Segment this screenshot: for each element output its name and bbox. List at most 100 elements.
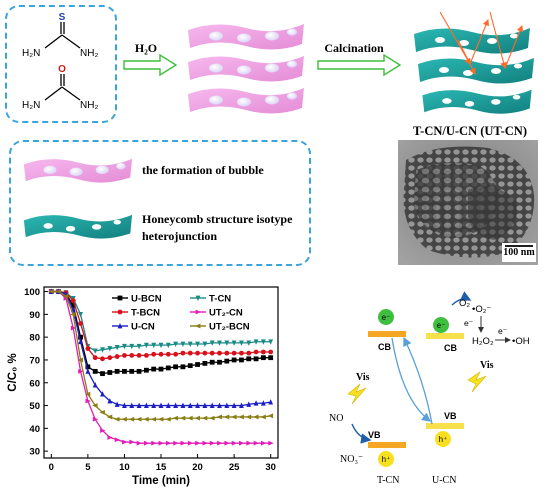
- series-6-point: [121, 416, 127, 422]
- series-4-point: [158, 440, 164, 446]
- urea-nh2-label: NH₂: [80, 100, 98, 111]
- series-1-point: [239, 357, 244, 363]
- product-label: T-CN/U-CN (UT-CN): [413, 124, 527, 138]
- series-5-point: [180, 402, 186, 408]
- series-6-point: [216, 414, 222, 420]
- teal-sheet-3: [422, 89, 532, 114]
- x-tick-label: 10: [119, 462, 130, 473]
- thiourea-nh2-label: NH₂: [80, 48, 98, 59]
- series-2-point: [239, 340, 244, 346]
- e-minus-label-1: e⁻: [464, 318, 473, 328]
- series-3-point: [217, 350, 222, 356]
- series-3-point: [268, 349, 274, 355]
- series-6-point: [62, 293, 69, 299]
- urea-cn-bond-left: [44, 86, 63, 101]
- thiourea-cn-bond-right: [61, 34, 81, 49]
- o2-radical-label: •O₂⁻: [472, 304, 491, 315]
- pink-sheet-2: [188, 56, 304, 82]
- series-5-point: [129, 402, 135, 408]
- series-6-point: [201, 415, 208, 421]
- series-3-point: [202, 350, 208, 356]
- series-4-point: [268, 440, 274, 446]
- tcn-cb-band: [368, 331, 406, 337]
- series-6-point: [209, 415, 215, 421]
- series-4-point: [209, 440, 216, 446]
- series-5-point: [107, 398, 113, 404]
- pink-sheet-3: [188, 88, 304, 114]
- series-2-point: [268, 339, 274, 345]
- series-4-point: [180, 440, 186, 446]
- legend-teal-sheet: [23, 214, 133, 239]
- series-1-point: [268, 355, 274, 361]
- band-mechanism: [347, 291, 511, 467]
- series-1-point: [122, 368, 127, 374]
- series-4-point: [107, 435, 113, 440]
- series-5-point: [239, 402, 244, 408]
- legend-honeycomb-text-1: Honeycomb structure isotype: [142, 212, 293, 226]
- series-6-point: [253, 414, 259, 420]
- y-tick-label: 40: [29, 424, 40, 435]
- series-5-point: [151, 402, 157, 408]
- series-3-point: [260, 349, 266, 355]
- series-3-point: [107, 355, 113, 361]
- series-1-point: [85, 364, 91, 370]
- o2-label: O₂: [459, 298, 470, 309]
- series-2-point: [143, 342, 149, 349]
- series-3-point: [180, 350, 186, 356]
- series-1-point: [70, 302, 76, 308]
- series-4-point: [239, 440, 245, 446]
- series-4-point: [165, 440, 172, 446]
- urea-cn-bond-right: [61, 86, 81, 101]
- series-1-point: [143, 367, 149, 373]
- series-6-point: [114, 416, 120, 422]
- series-1-point: [195, 362, 200, 367]
- series-2-point: [231, 340, 237, 346]
- ucn-electron: [433, 317, 449, 333]
- series-6-point: [92, 403, 98, 408]
- h2o-arrow: [123, 53, 178, 77]
- legend-label-5: U-CN: [131, 322, 155, 333]
- series-1-point: [100, 371, 105, 377]
- legend-marker-5: [117, 323, 123, 329]
- series-1-point: [187, 363, 193, 369]
- series-5-point: [173, 402, 179, 408]
- legend-label-2: T-CN: [209, 294, 231, 305]
- x-tick-label: 15: [156, 462, 167, 473]
- series-3-point: [239, 350, 244, 356]
- series-1-point: [92, 368, 98, 374]
- y-tick-label: 60: [29, 378, 40, 389]
- series-2-point: [165, 342, 171, 349]
- e-minus-label-2: e⁻: [498, 326, 507, 336]
- series-1-point: [180, 364, 186, 370]
- series-5-point: [158, 402, 164, 408]
- ucn-hole-label: h⁺: [439, 435, 448, 444]
- series-6-point: [179, 415, 186, 421]
- series-2-point: [195, 341, 200, 347]
- o2-reduction-arrow: [451, 291, 472, 306]
- series-5-point: [143, 402, 149, 408]
- series-6-point: [194, 415, 200, 421]
- series-3-point: [165, 351, 171, 357]
- series-3-point: [224, 350, 230, 356]
- series-3-point: [187, 350, 193, 356]
- ucn-electron-label: e⁻: [437, 321, 446, 330]
- legend-marker-2: [195, 295, 201, 301]
- series-3-point: [195, 350, 200, 356]
- x-tick-label: 25: [229, 462, 240, 473]
- series-6-point: [150, 416, 157, 422]
- legend-label-1: U-BCN: [131, 294, 162, 305]
- ucn-label: U-CN: [432, 475, 456, 486]
- legend-pink-sheet: [23, 158, 133, 183]
- series-6-point: [84, 391, 91, 397]
- teal-sheet-2: [418, 58, 534, 84]
- series-1-point: [209, 359, 215, 365]
- series-6-point: [70, 311, 76, 317]
- series-4-point: [70, 325, 77, 331]
- tcn-electron: [378, 309, 394, 325]
- series-3-point: [173, 351, 179, 357]
- series-2-point: [114, 345, 120, 351]
- ucn-vb-band: [426, 423, 464, 429]
- series-1-point: [165, 365, 171, 371]
- series-5-point: [268, 399, 274, 405]
- series-3-point: [92, 355, 98, 361]
